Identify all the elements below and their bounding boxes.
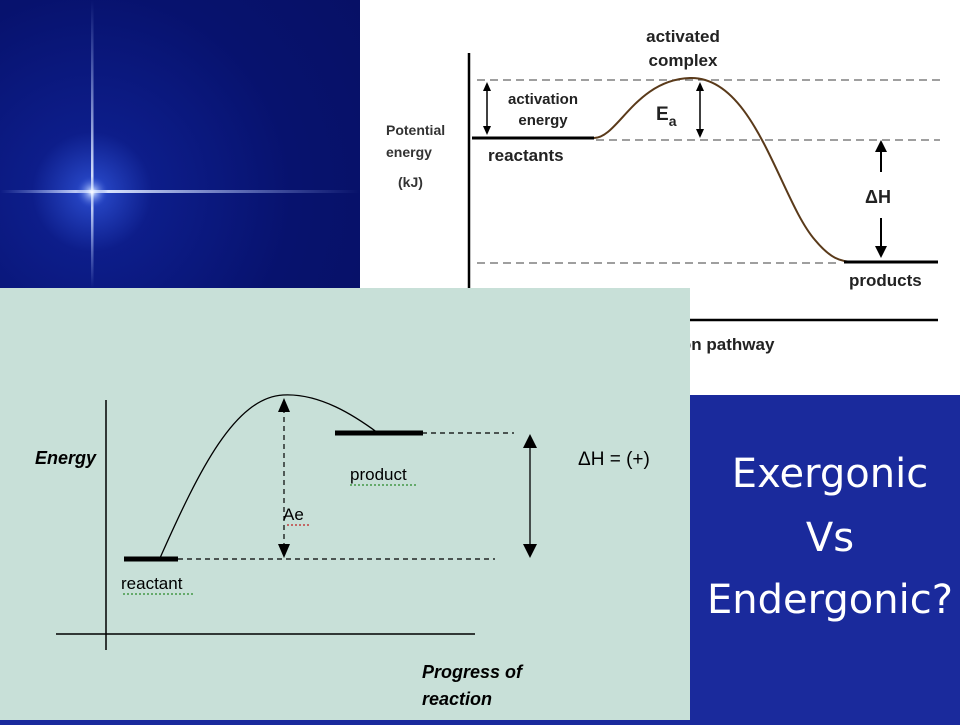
delta-h-label: ΔH bbox=[865, 187, 891, 207]
ae-label: Ae bbox=[283, 505, 304, 524]
arrow-up-icon bbox=[875, 140, 887, 152]
starburst-panel bbox=[0, 0, 360, 288]
arrow-down-icon bbox=[523, 544, 537, 558]
arrow-up-icon bbox=[278, 398, 290, 412]
title-line-vs: Vs bbox=[805, 515, 855, 561]
arrow-down-icon bbox=[875, 246, 887, 258]
slide-background bbox=[690, 395, 960, 720]
y-axis-label: Energy bbox=[35, 448, 97, 468]
y-axis-unit: (kJ) bbox=[398, 174, 423, 190]
arrow-down-icon bbox=[696, 129, 704, 138]
y-axis-label-line2: energy bbox=[386, 144, 432, 160]
peak-label-line2: complex bbox=[649, 51, 719, 70]
reactant-label: reactant bbox=[121, 574, 183, 593]
ea-label: Ea bbox=[656, 104, 677, 129]
x-axis-label-line1: Progress of bbox=[422, 662, 524, 682]
arrow-up-icon bbox=[483, 82, 491, 91]
endergonic-diagram-svg: Energy product Ae reactant ΔH = (+) Prog… bbox=[35, 394, 650, 709]
activation-label-line1: activation bbox=[508, 91, 578, 108]
arrow-up-icon bbox=[523, 434, 537, 448]
exergonic-diagram-svg: activated complex activation energy Ea P… bbox=[386, 27, 940, 354]
arrow-down-icon bbox=[483, 126, 491, 135]
reactants-label: reactants bbox=[488, 146, 564, 165]
activation-label-line2: energy bbox=[518, 112, 568, 129]
title-line-endergonic: Endergonic? bbox=[707, 577, 953, 623]
endergonic-diagram: Energy product Ae reactant ΔH = (+) Prog… bbox=[0, 288, 690, 720]
arrow-up-icon bbox=[696, 82, 704, 91]
delta-h-label: ΔH = (+) bbox=[578, 449, 650, 470]
products-label: products bbox=[849, 271, 922, 290]
product-label: product bbox=[350, 465, 407, 484]
title-line-exergonic: Exergonic bbox=[731, 451, 929, 497]
peak-label-line1: activated bbox=[646, 27, 720, 46]
x-axis-label-line2: reaction bbox=[422, 689, 492, 709]
y-axis-label-line1: Potential bbox=[386, 122, 445, 138]
arrow-down-icon bbox=[278, 544, 290, 558]
sparkle-icon bbox=[0, 0, 360, 288]
energy-curve bbox=[159, 394, 379, 559]
energy-curve bbox=[593, 76, 856, 263]
